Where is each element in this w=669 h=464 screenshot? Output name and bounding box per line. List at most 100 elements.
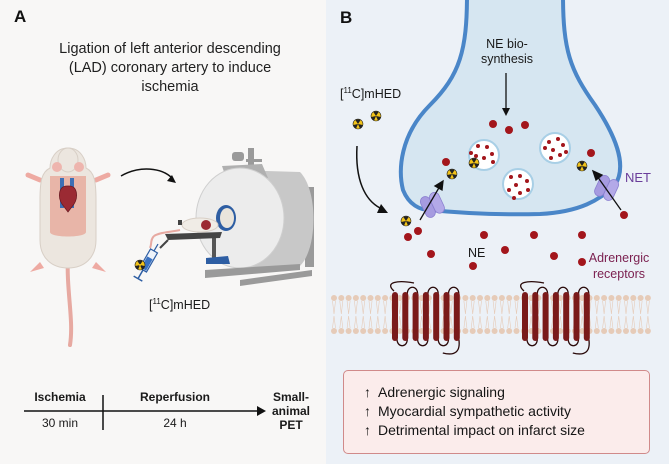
lipid-tail — [616, 300, 621, 329]
up-arrow-icon: ↑ — [364, 403, 371, 419]
lipid-head — [608, 328, 615, 334]
lipid-tail — [339, 300, 344, 329]
transmembrane-helix — [563, 292, 570, 341]
lipid-head — [608, 295, 615, 301]
panel-a-label: A — [14, 7, 27, 26]
lipid-head — [477, 295, 483, 301]
lipid-head — [374, 295, 381, 301]
lipid-tail — [500, 300, 504, 329]
endpoint-line-2: animal — [271, 404, 310, 418]
lipid-head — [462, 295, 469, 301]
lipid-tail — [602, 300, 606, 329]
ne-molecules — [404, 120, 628, 270]
ne-label: NE — [468, 246, 486, 260]
transmembrane-helix — [392, 292, 398, 341]
endpoint-line-3: PET — [279, 418, 303, 432]
tracer-label-b: [11C]mHED — [340, 86, 402, 102]
receptor-c-terminus — [442, 338, 460, 355]
lipid-head — [623, 328, 629, 334]
lipid-tail — [478, 300, 482, 329]
lipid-tail — [470, 300, 475, 329]
receptor-n-terminus — [390, 281, 415, 292]
lipid-tail — [368, 300, 373, 329]
lipid-head — [477, 328, 483, 334]
tracer-molecules — [352, 110, 588, 227]
lipid-tail — [514, 300, 519, 329]
timeline-arrowhead — [257, 406, 266, 416]
transmembrane-helix — [453, 292, 460, 341]
net-label: NET — [625, 170, 651, 185]
effect-text: Detrimental impact on infarct size — [378, 422, 585, 438]
lipid-head — [491, 295, 498, 301]
transmembrane-helix — [433, 292, 440, 341]
lipid-tail — [361, 300, 365, 329]
lipid-head — [462, 328, 469, 334]
lipid-head — [374, 328, 381, 334]
receptor-loops — [526, 286, 590, 347]
syringe-icon — [133, 235, 159, 282]
transmembrane-helix — [422, 292, 429, 341]
receptor — [520, 281, 590, 355]
timeline-duration-reperfusion: 24 h — [163, 416, 187, 430]
endpoint-line-1: Small- — [272, 390, 309, 404]
lipid-tail — [638, 300, 643, 329]
lipid-tail — [332, 300, 336, 329]
lipid-head — [593, 328, 600, 334]
lipid-tail — [419, 300, 424, 329]
lipid-head — [360, 295, 367, 301]
transmembrane-helix — [552, 292, 559, 341]
lipid-head — [338, 328, 345, 334]
transmembrane-helix — [532, 292, 539, 341]
lipid-head — [331, 328, 337, 334]
lipid-head — [637, 328, 644, 334]
lipid-tail — [580, 300, 584, 329]
vesicles — [468, 132, 571, 200]
transmembrane-helix — [583, 292, 590, 341]
up-arrow-icon: ↑ — [364, 422, 371, 438]
timeline — [24, 395, 266, 430]
lipid-tail — [595, 300, 599, 329]
transmembrane-helix — [412, 292, 419, 341]
lipid-head — [579, 295, 586, 301]
lipid-tail — [383, 300, 387, 329]
lipid-tail — [397, 300, 402, 329]
effect-item: ↑ Myocardial sympathetic activity — [364, 402, 649, 421]
receptor-label-2: receptors — [592, 267, 646, 281]
lipid-head — [630, 295, 637, 301]
lipid-head — [506, 295, 513, 301]
lipid-tail — [354, 300, 358, 329]
lipid-tail — [507, 300, 511, 329]
lipid-head — [396, 328, 403, 334]
effects-box: ↑Adrenergic signaling ↑Myocardial sympat… — [343, 370, 650, 454]
curved-arrow-icon — [120, 168, 176, 183]
lipid-tail — [492, 300, 497, 329]
tracer-label-a: [11C]mHED — [149, 297, 211, 313]
lipid-head — [367, 328, 374, 334]
lipid-head — [352, 295, 359, 301]
lipid-head — [513, 295, 520, 301]
effect-item: ↑ Detrimental impact on infarct size — [364, 421, 649, 440]
timeline-phase-reperfusion: Reperfusion — [139, 390, 210, 404]
lipid-head — [382, 295, 389, 301]
biosynthesis-label-2: synthesis — [480, 52, 534, 66]
lipid-tail — [631, 300, 636, 329]
lipid-tail — [463, 300, 468, 329]
timeline-endpoint: Small- animal PET — [266, 390, 316, 432]
lipid-tail — [449, 300, 453, 329]
lipid-head — [644, 328, 651, 334]
lipid-tail — [558, 300, 563, 329]
lipid-head — [615, 295, 622, 301]
effect-text: Myocardial sympathetic activity — [378, 403, 571, 419]
lipid-head — [352, 328, 359, 334]
lipid-head — [484, 295, 491, 301]
lipid-head — [513, 328, 520, 334]
lipid-head — [469, 295, 476, 301]
receptor-label-1: Adrenergic — [588, 251, 650, 265]
lipid-head — [593, 295, 600, 301]
biosynthesis-label-1: NE bio- — [486, 37, 528, 51]
lipid-head — [367, 295, 374, 301]
lipid-head — [382, 328, 389, 334]
transmembrane-helix — [522, 292, 528, 341]
lipid-head — [396, 295, 403, 301]
receptor-c-terminus — [572, 338, 590, 355]
